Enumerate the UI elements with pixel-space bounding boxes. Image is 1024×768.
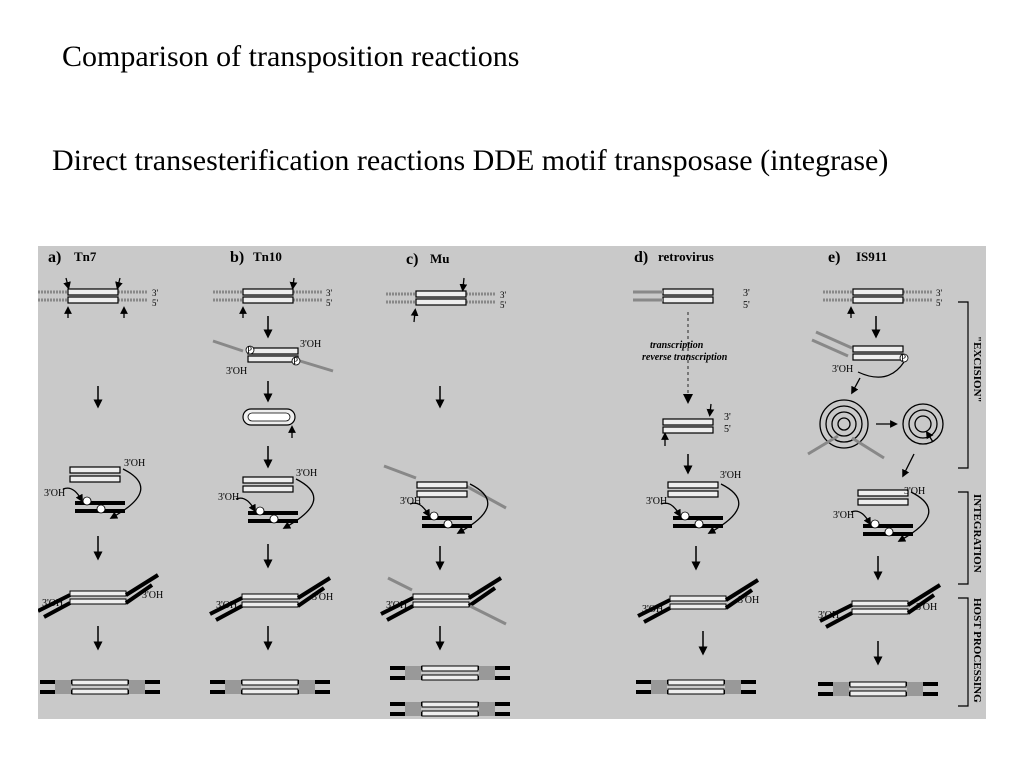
- svg-text:5': 5': [936, 298, 943, 308]
- svg-text:3': 3': [936, 288, 943, 298]
- svg-text:5': 5': [326, 298, 333, 308]
- panel-b-letter: b): [230, 249, 244, 266]
- transposition-figure: a) Tn7 b) Tn10 c) Mu d) retrovirus e) IS…: [38, 246, 986, 719]
- svg-text:3'OH: 3'OH: [916, 602, 937, 613]
- svg-text:3'OH: 3'OH: [142, 590, 163, 601]
- panel-e-diagram: 3' 5' P 3'OH 3'OH 3'OH: [807, 287, 944, 698]
- svg-text:3'OH: 3'OH: [296, 468, 317, 479]
- panel-e-letter: e): [828, 249, 840, 266]
- panel-a-letter: a): [48, 249, 61, 266]
- panel-e-label: e) IS911: [828, 249, 887, 266]
- svg-text:3'OH: 3'OH: [218, 492, 239, 503]
- panel-c-name: Mu: [430, 251, 450, 266]
- panel-d-diagram: 3' 5' transcription reverse transcriptio…: [633, 288, 760, 696]
- svg-text:3': 3': [152, 288, 159, 298]
- circle-intermediate-right: [902, 403, 944, 445]
- svg-text:3': 3': [326, 288, 333, 298]
- panel-a-diagram: 3' 5' 3'OH 3'OH 3'OH 3'OH: [38, 277, 163, 696]
- panel-d-name: retrovirus: [658, 249, 714, 264]
- svg-text:3'OH: 3'OH: [216, 600, 237, 611]
- slide-title: Comparison of transposition reactions: [62, 40, 520, 73]
- svg-text:P: P: [293, 356, 298, 366]
- panel-e-name: IS911: [856, 249, 887, 264]
- svg-text:3'OH: 3'OH: [226, 366, 247, 377]
- svg-text:5': 5': [152, 298, 159, 308]
- svg-text:3'OH: 3'OH: [904, 486, 925, 497]
- stage-excision: "EXCISION": [971, 336, 983, 403]
- figure-svg: a) Tn7 b) Tn10 c) Mu d) retrovirus e) IS…: [38, 249, 983, 718]
- panel-d-letter: d): [634, 249, 648, 266]
- panel-a-label: a) Tn7: [48, 249, 97, 266]
- svg-text:3'OH: 3'OH: [738, 595, 759, 606]
- panel-a-name: Tn7: [74, 249, 97, 264]
- svg-text:transcription: transcription: [650, 340, 704, 351]
- svg-text:3'OH: 3'OH: [720, 470, 741, 481]
- svg-text:3'OH: 3'OH: [832, 364, 853, 375]
- panel-c-label: c) Mu: [406, 251, 450, 268]
- svg-text:3'OH: 3'OH: [386, 600, 407, 611]
- panel-c-letter: c): [406, 251, 418, 268]
- panel-c-diagram: 3' 5' 3'OH 3'OH: [379, 277, 512, 718]
- svg-text:reverse transcription: reverse transcription: [642, 352, 728, 363]
- svg-text:5': 5': [500, 300, 507, 310]
- panel-b-name: Tn10: [253, 249, 282, 264]
- svg-text:5': 5': [724, 424, 731, 435]
- svg-text:3': 3': [500, 290, 507, 300]
- svg-text:3'OH: 3'OH: [646, 496, 667, 507]
- svg-text:3': 3': [743, 288, 750, 299]
- svg-text:3'OH: 3'OH: [124, 458, 145, 469]
- stage-brackets: "EXCISION" INTEGRATION HOST PROCESSING: [958, 301, 983, 707]
- svg-text:P: P: [901, 353, 906, 363]
- svg-text:3'OH: 3'OH: [300, 339, 321, 350]
- stage-host-processing: HOST PROCESSING: [971, 598, 983, 703]
- svg-text:3'OH: 3'OH: [400, 496, 421, 507]
- svg-text:3'OH: 3'OH: [44, 488, 65, 499]
- stage-integration: INTEGRATION: [971, 494, 983, 573]
- circle-intermediate-left: [807, 399, 885, 460]
- svg-text:3'OH: 3'OH: [833, 510, 854, 521]
- panel-b-diagram: 3' 5' P P 3'OH 3'OH 3'OH 3'OH 3'OH 3'OH: [208, 277, 334, 696]
- svg-text:3'OH: 3'OH: [642, 604, 663, 615]
- svg-text:3'OH: 3'OH: [818, 610, 839, 621]
- svg-text:3'OH: 3'OH: [42, 598, 63, 609]
- slide-subtitle: Direct transesterification reactions DDE…: [52, 144, 889, 177]
- svg-text:5': 5': [743, 300, 750, 311]
- svg-text:3': 3': [724, 412, 731, 423]
- svg-text:3'OH: 3'OH: [312, 592, 333, 603]
- svg-text:P: P: [247, 345, 252, 355]
- panel-b-label: b) Tn10: [230, 249, 282, 266]
- panel-d-label: d) retrovirus: [634, 249, 714, 266]
